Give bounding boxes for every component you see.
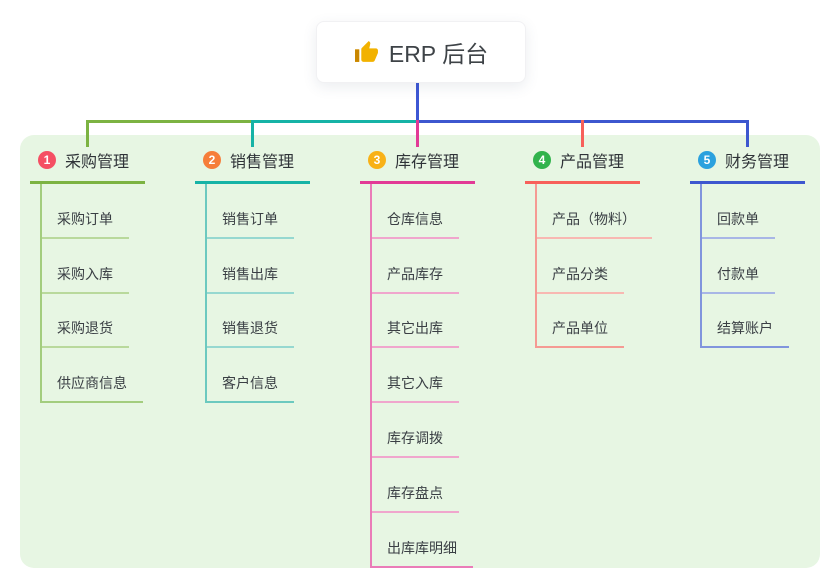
mindmap-node[interactable]: 采购入库 bbox=[42, 239, 129, 294]
branch-number-badge: 5 bbox=[698, 151, 716, 169]
mindmap-node[interactable]: 产品单位 bbox=[537, 294, 624, 349]
node-label: 产品分类 bbox=[552, 265, 608, 282]
node-label: 客户信息 bbox=[222, 375, 278, 392]
branch-title: 产品管理 bbox=[560, 154, 625, 171]
branch-drop-line bbox=[746, 120, 749, 147]
root-node[interactable]: ERP 后台 bbox=[316, 21, 526, 83]
node-label: 产品库存 bbox=[387, 265, 443, 282]
branch-number-badge: 4 bbox=[533, 151, 551, 169]
mindmap-node[interactable]: 供应商信息 bbox=[42, 348, 143, 404]
mindmap-node[interactable]: 库存调拨 bbox=[372, 403, 459, 458]
node-label: 付款单 bbox=[717, 265, 759, 282]
branch-sales: 2 销售管理 销售订单 销售出库 销售退货 客户信息 bbox=[195, 146, 355, 404]
mindmap-node[interactable]: 出库库明细 bbox=[372, 513, 473, 568]
node-label: 结算账户 bbox=[717, 320, 773, 337]
mindmap-node[interactable]: 销售订单 bbox=[207, 184, 294, 239]
thumbs-up-icon bbox=[354, 40, 378, 62]
branch-number-badge: 1 bbox=[38, 151, 56, 169]
mindmap-node[interactable]: 采购退货 bbox=[42, 294, 129, 349]
mindmap-node[interactable]: 产品（物料） bbox=[537, 184, 652, 239]
node-label: 采购订单 bbox=[57, 210, 113, 227]
branch-header[interactable]: 1 采购管理 bbox=[30, 146, 145, 184]
node-label: 仓库信息 bbox=[387, 210, 443, 227]
mindmap-node[interactable]: 销售退货 bbox=[207, 294, 294, 349]
branch-items: 仓库信息 产品库存 其它出库 其它入库 库存调拨 库存盘点 出库库明细 bbox=[370, 184, 520, 568]
node-label: 其它出库 bbox=[387, 320, 443, 337]
mindmap-node[interactable]: 产品分类 bbox=[537, 239, 624, 294]
node-label: 采购退货 bbox=[57, 320, 113, 337]
root-stem-line bbox=[416, 82, 419, 123]
node-label: 其它入库 bbox=[387, 375, 443, 392]
node-label: 采购入库 bbox=[57, 265, 113, 282]
mindmap-node[interactable]: 其它入库 bbox=[372, 348, 459, 404]
branch-title: 财务管理 bbox=[725, 154, 790, 171]
branch-items: 采购订单 采购入库 采购退货 供应商信息 bbox=[40, 184, 190, 404]
branch-drop-line bbox=[86, 120, 89, 147]
mindmap-node[interactable]: 付款单 bbox=[702, 239, 775, 294]
branch-number-badge: 2 bbox=[203, 151, 221, 169]
branch-purchase: 1 采购管理 采购订单 采购入库 采购退货 供应商信息 bbox=[30, 146, 190, 404]
branch-product: 4 产品管理 产品（物料） 产品分类 产品单位 bbox=[525, 146, 685, 349]
branch-header[interactable]: 2 销售管理 bbox=[195, 146, 310, 184]
branch-items: 回款单 付款单 结算账户 bbox=[700, 184, 839, 349]
node-label: 回款单 bbox=[717, 210, 759, 227]
branch-drop-line bbox=[416, 120, 419, 147]
branch-title: 库存管理 bbox=[395, 154, 460, 171]
bus-line-left bbox=[86, 120, 253, 123]
bus-line-middle bbox=[251, 120, 419, 123]
node-label: 库存调拨 bbox=[387, 429, 443, 446]
branch-title: 采购管理 bbox=[65, 154, 130, 171]
mindmap-node[interactable]: 采购订单 bbox=[42, 184, 129, 239]
branch-header[interactable]: 5 财务管理 bbox=[690, 146, 805, 184]
branch-finance: 5 财务管理 回款单 付款单 结算账户 bbox=[690, 146, 839, 349]
node-label: 销售订单 bbox=[222, 210, 278, 227]
mindmap-node[interactable]: 回款单 bbox=[702, 184, 775, 239]
node-label: 销售退货 bbox=[222, 320, 278, 337]
branch-items: 产品（物料） 产品分类 产品单位 bbox=[535, 184, 685, 349]
mindmap-node[interactable]: 销售出库 bbox=[207, 239, 294, 294]
node-label: 产品（物料） bbox=[552, 210, 636, 227]
branch-drop-line bbox=[581, 120, 584, 147]
node-label: 产品单位 bbox=[552, 320, 608, 337]
branch-drop-line bbox=[251, 120, 254, 147]
branch-title: 销售管理 bbox=[230, 154, 295, 171]
branch-header[interactable]: 3 库存管理 bbox=[360, 146, 475, 184]
node-label: 库存盘点 bbox=[387, 484, 443, 501]
mindmap-node[interactable]: 产品库存 bbox=[372, 239, 459, 294]
branch-items: 销售订单 销售出库 销售退货 客户信息 bbox=[205, 184, 355, 404]
branch-number-badge: 3 bbox=[368, 151, 386, 169]
branches-background-panel bbox=[20, 135, 820, 568]
mindmap-node[interactable]: 客户信息 bbox=[207, 348, 294, 404]
mindmap-node[interactable]: 库存盘点 bbox=[372, 458, 459, 513]
node-label: 出库库明细 bbox=[387, 539, 457, 556]
branch-inventory: 3 库存管理 仓库信息 产品库存 其它出库 其它入库 库存调拨 库存盘点 出库库… bbox=[360, 146, 520, 568]
node-label: 销售出库 bbox=[222, 265, 278, 282]
mindmap-node[interactable]: 仓库信息 bbox=[372, 184, 459, 239]
branch-header[interactable]: 4 产品管理 bbox=[525, 146, 640, 184]
mindmap-node[interactable]: 其它出库 bbox=[372, 294, 459, 349]
node-label: 供应商信息 bbox=[57, 375, 127, 392]
mindmap-node[interactable]: 结算账户 bbox=[702, 294, 789, 349]
root-title: ERP 后台 bbox=[388, 41, 489, 67]
